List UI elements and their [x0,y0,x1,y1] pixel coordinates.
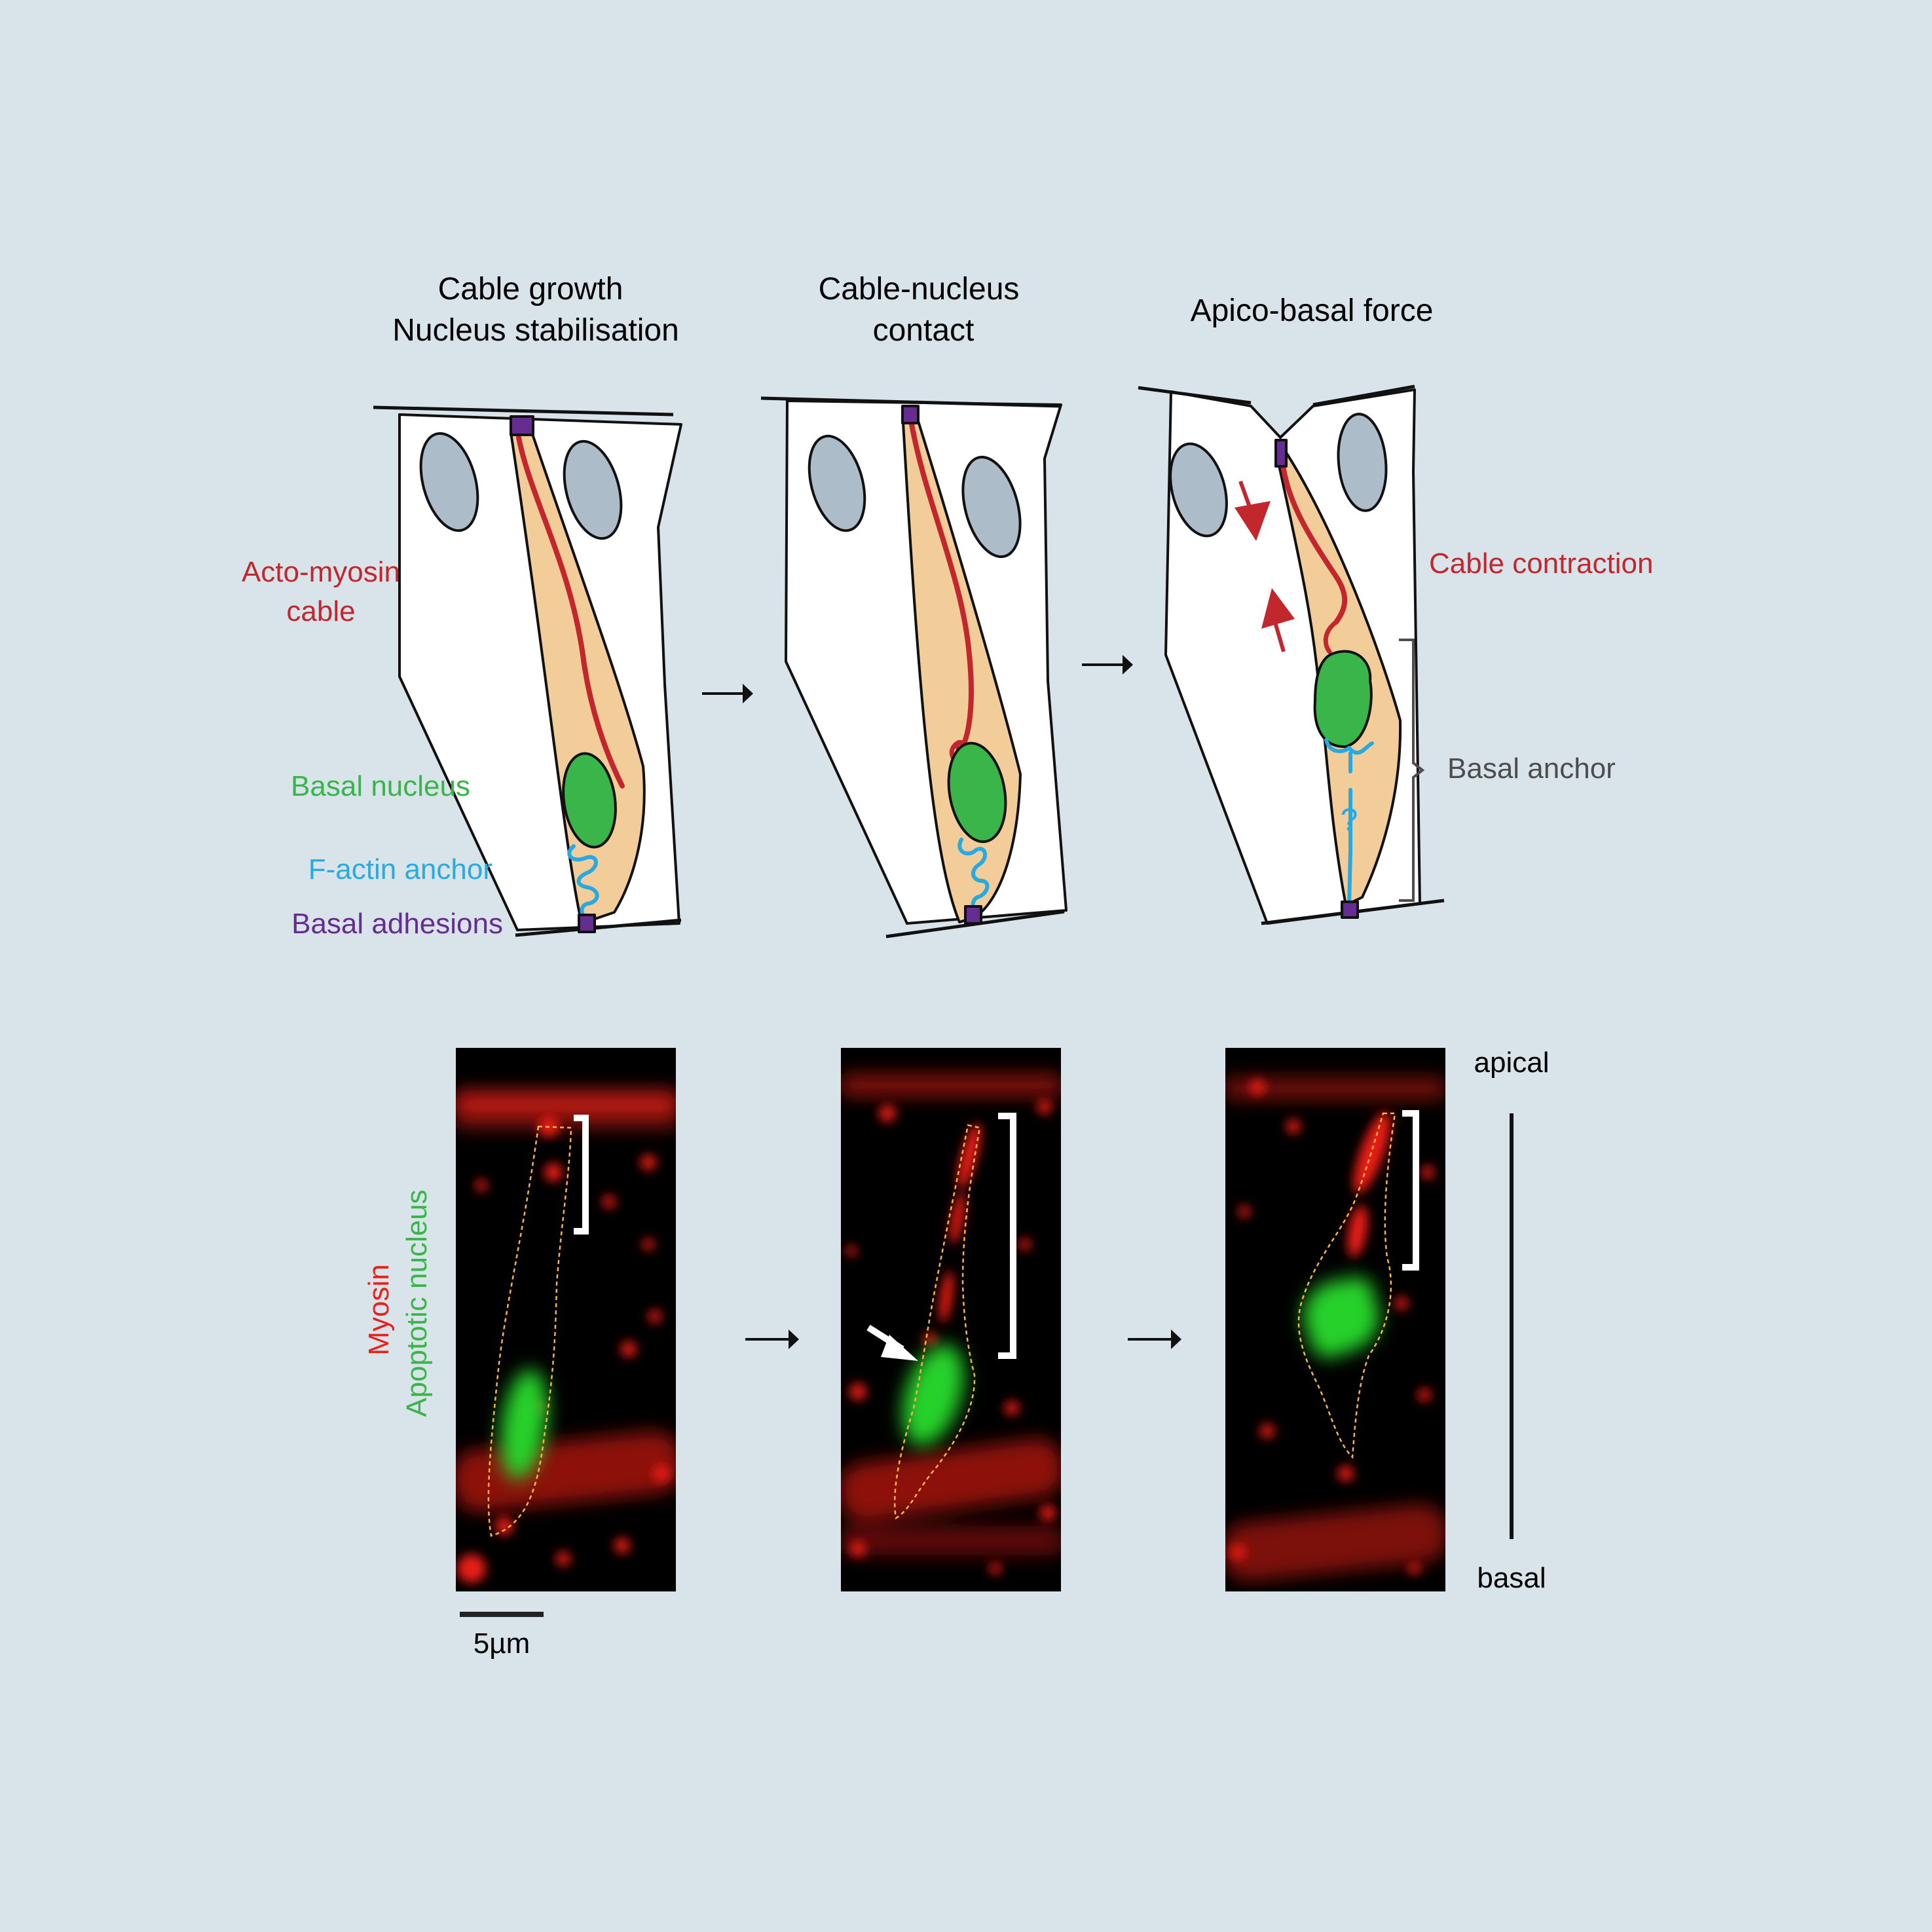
axis-label-basal: basal [1477,1562,1546,1594]
arrow-2-3-head [1123,655,1133,675]
panel-1-title-line-1: Cable growth [438,272,623,307]
panel-1-title-line-2: Nucleus stabilisation [392,313,679,348]
basal-nucleus [1315,651,1371,747]
label-actomyosin-1: Acto-myosin [242,556,400,588]
label-basal-nucleus: Basal nucleus [291,770,470,802]
label-factin-anchor: F-actin anchor [308,853,492,885]
micrograph-1 [450,1048,684,1591]
apical-adhesion [902,406,918,423]
panel-2-title: Cable-nucleus contact [819,272,1020,348]
schematic-apico-basal-force [1138,386,1444,923]
panel-2-title-line-2: contact [873,313,975,348]
axis-label-apical: apical [1474,1047,1550,1079]
label-actomyosin-2: cable [286,595,355,627]
channel-label-myosin: Myosin [363,1264,395,1355]
micrograph-3 [1219,1048,1451,1591]
micrograph-2 [835,1048,1067,1591]
label-basal-adhesions: Basal adhesions [291,908,503,940]
basal-adhesion [1342,902,1358,918]
panel-1-title: Cable growth Nucleus stabilisation [392,272,679,348]
arrow-m1-m2-head [789,1329,799,1349]
apical-adhesion [1276,440,1286,466]
question-mark: ? [1341,803,1358,838]
arrow-1-2-head [743,684,753,703]
scale-bar-label: 5µm [474,1627,530,1660]
label-cable-contraction: Cable contraction [1429,548,1653,580]
apical-adhesion [511,417,533,435]
label-basal-anchor: Basal anchor [1447,752,1616,785]
apical-surface [373,407,673,415]
panel-2-title-line-1: Cable-nucleus [819,272,1020,307]
arrow-m2-m3-head [1171,1329,1181,1349]
basal-adhesion [965,906,981,923]
channel-label-apoptotic-nucleus: Apoptotic nucleus [401,1189,433,1417]
schematic-cable-nucleus-contact [761,398,1066,937]
basal-adhesion [579,915,595,932]
panel-3-title-line-1: Apico-basal force [1191,293,1434,328]
panel-3-title: Apico-basal force [1191,293,1434,328]
